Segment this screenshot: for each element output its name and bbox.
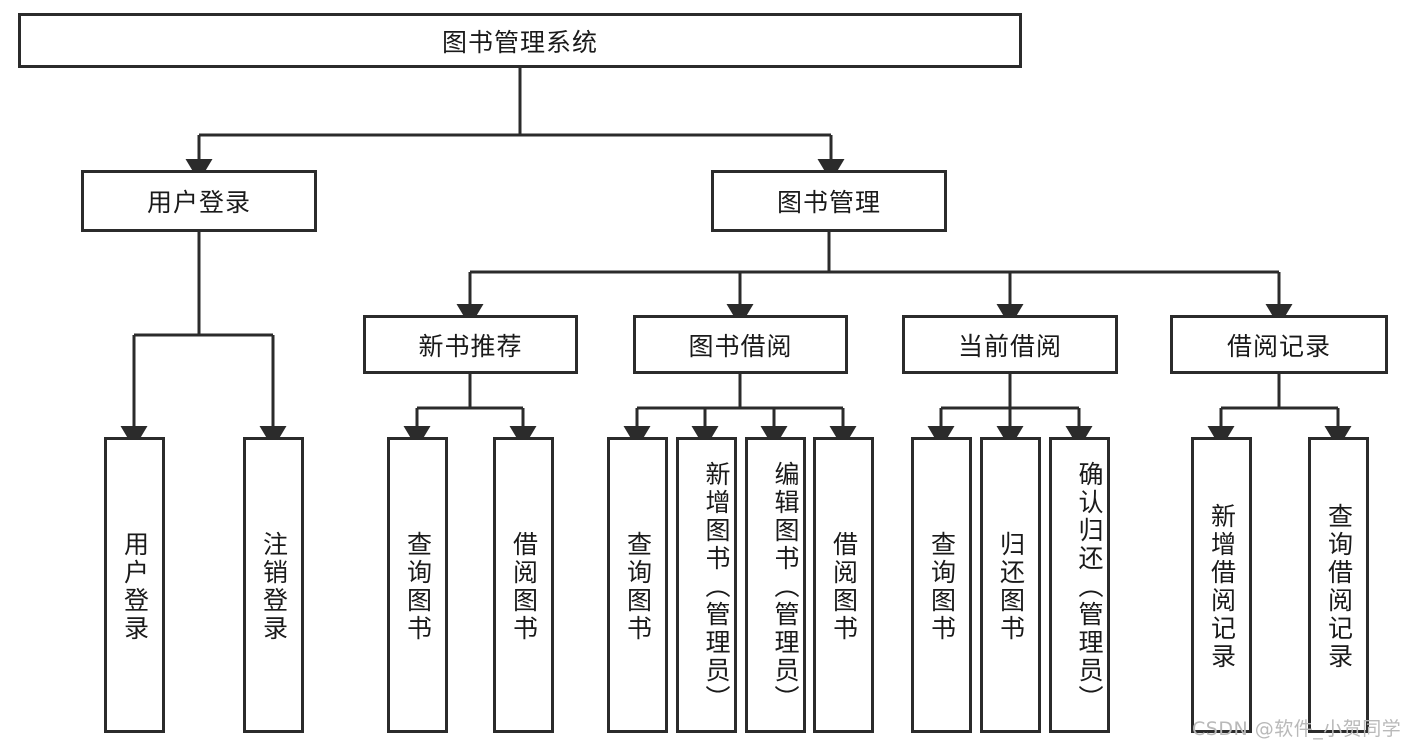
node-book-borrow[interactable]: 图书借阅 (633, 315, 848, 374)
leaf-query-book-borrow[interactable]: 查询图书 (607, 437, 668, 733)
csdn-watermark: CSDN @软件_小贺同学 (1192, 718, 1402, 740)
leaf-return-book[interactable]: 归还图书 (980, 437, 1041, 733)
leaf-edit-book-admin[interactable]: 编辑图书（管理员） (745, 437, 806, 733)
leaf-borrow-book[interactable]: 借阅图书 (813, 437, 874, 733)
node-root[interactable]: 图书管理系统 (18, 13, 1022, 68)
node-borrow-record[interactable]: 借阅记录 (1170, 315, 1388, 374)
leaf-add-borrow-record[interactable]: 新增借阅记录 (1191, 437, 1252, 733)
leaf-query-book-recommend[interactable]: 查询图书 (387, 437, 448, 733)
leaf-user-login[interactable]: 用户登录 (104, 437, 165, 733)
leaf-confirm-return-admin[interactable]: 确认归还（管理员） (1049, 437, 1110, 733)
node-current-borrow[interactable]: 当前借阅 (902, 315, 1118, 374)
leaf-query-borrow-record[interactable]: 查询借阅记录 (1308, 437, 1369, 733)
leaf-query-book-current[interactable]: 查询图书 (911, 437, 972, 733)
node-book-management[interactable]: 图书管理 (711, 170, 947, 232)
node-new-book-recommend[interactable]: 新书推荐 (363, 315, 578, 374)
leaf-logout-login[interactable]: 注销登录 (243, 437, 304, 733)
leaf-add-book-admin[interactable]: 新增图书（管理员） (676, 437, 737, 733)
node-user-login[interactable]: 用户登录 (81, 170, 317, 232)
leaf-borrow-book-recommend[interactable]: 借阅图书 (493, 437, 554, 733)
